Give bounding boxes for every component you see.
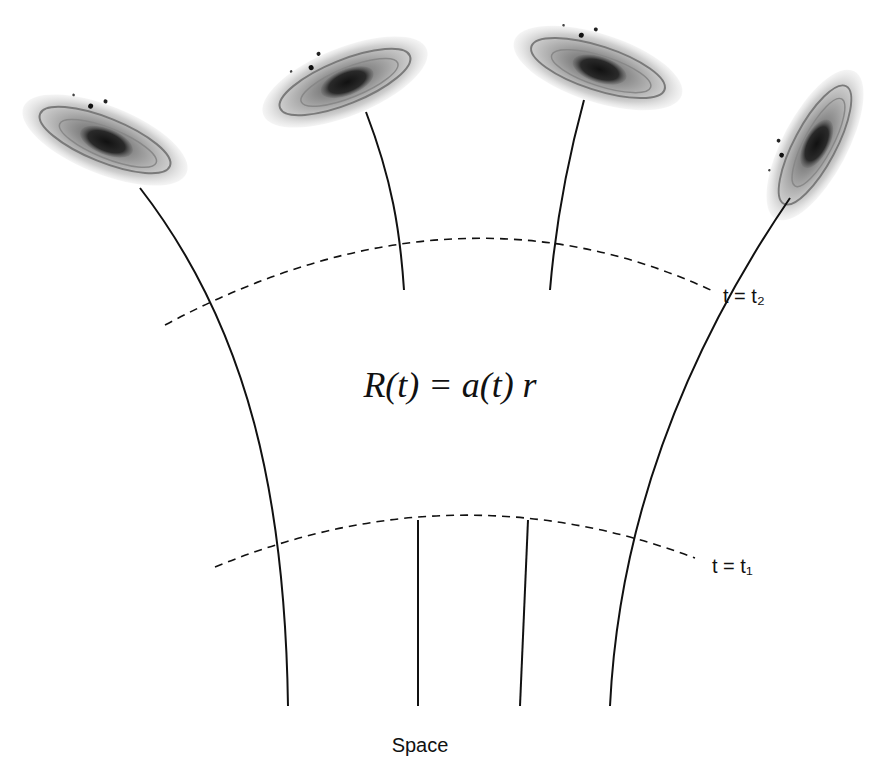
axis-label: Space — [392, 734, 449, 757]
scale-factor-formula: R(t) = a(t) r — [363, 364, 536, 406]
time-slice-label: t = t₁ — [712, 555, 753, 578]
time-slice-label: t = t₂ — [723, 285, 765, 308]
